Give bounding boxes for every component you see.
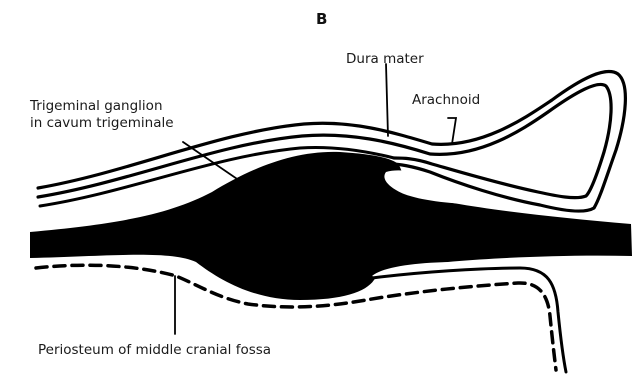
panel-letter: B: [316, 10, 327, 28]
cavum-floor-line: [372, 268, 566, 372]
arachnoid-label: Arachnoid: [412, 92, 480, 108]
dura-mater-leader: [386, 64, 388, 136]
arachnoid-leader: [448, 118, 456, 144]
trigeminal-ganglion-label-line1: Trigeminal ganglion: [29, 98, 163, 114]
periosteum-label: Periosteum of middle cranial fossa: [38, 342, 271, 358]
dura-mater-label: Dura mater: [346, 51, 424, 67]
trigeminal-ganglion-label-line2: in cavum trigeminale: [30, 115, 174, 131]
trigeminal-ganglion-shape: [30, 152, 632, 300]
